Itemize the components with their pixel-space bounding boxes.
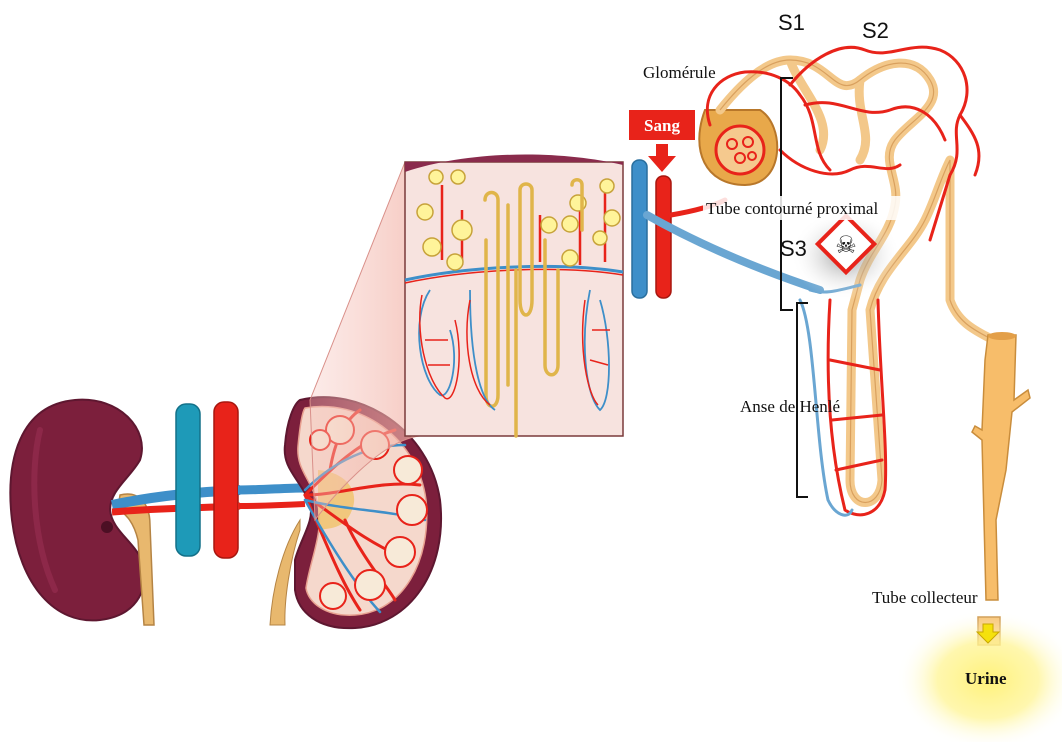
s3-label: S3 bbox=[780, 236, 807, 261]
glomerule-label: Glomérule bbox=[643, 63, 716, 82]
anse-henle-label: Anse de Henlé bbox=[740, 397, 840, 416]
s2-label: S2 bbox=[862, 18, 889, 43]
tube-proximal-label: Tube contourné proximal bbox=[706, 199, 878, 218]
cortex-magnification bbox=[405, 155, 623, 436]
collecting-duct bbox=[972, 332, 1030, 645]
toxicity-hazard: ☠ bbox=[791, 210, 901, 300]
down-arrow-icon bbox=[648, 144, 676, 172]
sang-label: Sang bbox=[644, 116, 680, 135]
s1-label: S1 bbox=[778, 10, 805, 35]
skull-crossbones-hazard-icon: ☠ bbox=[835, 231, 857, 259]
urine-label: Urine bbox=[965, 669, 1007, 688]
tube-collecteur-label: Tube collecteur bbox=[872, 588, 978, 607]
